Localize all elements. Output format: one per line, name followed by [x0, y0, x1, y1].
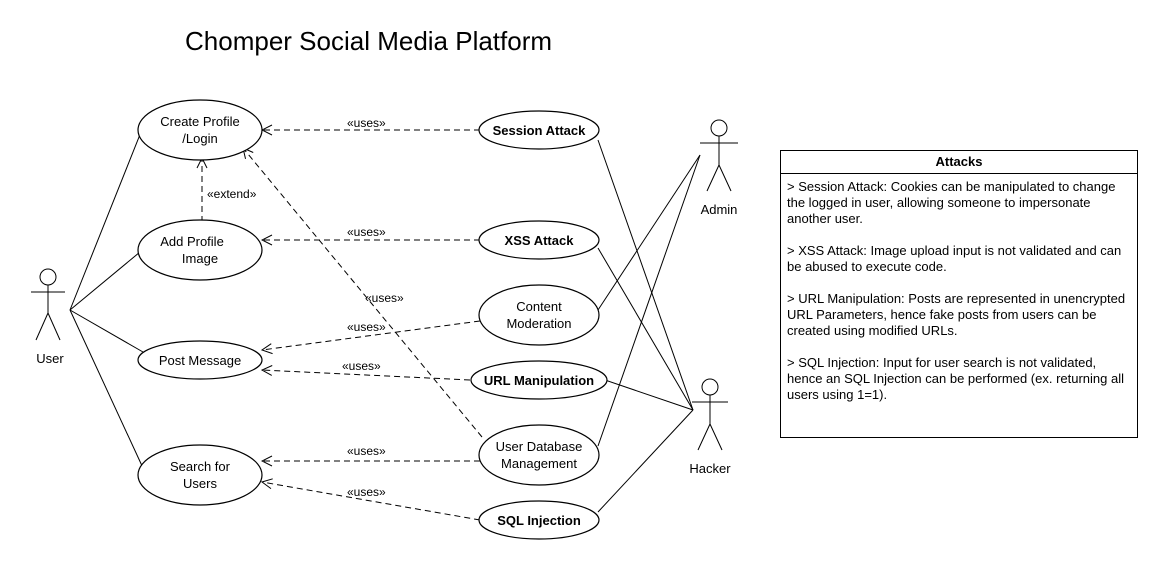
uses-label: «uses» [347, 485, 386, 499]
svg-text:Image: Image [182, 251, 218, 266]
uses-label: «uses» [347, 444, 386, 458]
hacker-associations [597, 139, 694, 513]
actor-user-label: User [36, 351, 64, 366]
extend-label: «extend» [207, 187, 257, 201]
svg-text:Management: Management [501, 456, 577, 471]
diagram-title: Chomper Social Media Platform [185, 26, 552, 56]
use-case-add-profile-image: Add Profile Image [137, 219, 263, 281]
actor-hacker-icon [692, 378, 728, 451]
attack-description-xss: > XSS Attack: Image upload input is not … [787, 243, 1122, 274]
svg-text:URL Manipulation: URL Manipulation [484, 373, 594, 388]
attacks-heading: Attacks [781, 151, 1137, 174]
svg-text:SQL Injection: SQL Injection [497, 513, 581, 528]
attack-description-session: > Session Attack: Cookies can be manipul… [787, 179, 1116, 226]
actor-admin-label: Admin [701, 202, 738, 217]
svg-text:Moderation: Moderation [506, 316, 571, 331]
svg-text:Create Profile: Create Profile [160, 114, 239, 129]
attacks-list: > Session Attack: Cookies can be manipul… [781, 174, 1137, 403]
admin-associations [597, 154, 701, 447]
uses-label: «uses» [347, 116, 386, 130]
use-case-content-moderation: Content Moderation [478, 284, 600, 346]
svg-text:User Database: User Database [496, 439, 583, 454]
dependency-arrows [202, 130, 483, 521]
attacks-note: Attacks > Session Attack: Cookies can be… [780, 150, 1138, 438]
svg-text:Post Message: Post Message [159, 353, 241, 368]
actor-user-icon [31, 268, 65, 341]
svg-text:Users: Users [183, 476, 217, 491]
use-case-session-attack: Session Attack [478, 110, 600, 150]
actor-hacker-label: Hacker [689, 461, 731, 476]
uses-label: «uses» [347, 225, 386, 239]
attack-description-sql: > SQL Injection: Input for user search i… [787, 355, 1124, 402]
svg-text:Content: Content [516, 299, 562, 314]
uses-label: «uses» [347, 320, 386, 334]
uses-label: «uses» [365, 291, 404, 305]
uses-label: «uses» [342, 359, 381, 373]
use-case-create-profile: Create Profile /Login [137, 99, 263, 161]
use-case-search-users: Search for Users [137, 444, 263, 506]
svg-text:Search for: Search for [170, 459, 231, 474]
use-case-sql-injection: SQL Injection [478, 500, 600, 540]
user-associations [69, 126, 144, 469]
use-case-post-message: Post Message [137, 340, 263, 380]
use-case-user-db-management: User Database Management [478, 424, 600, 486]
use-case-xss-attack: XSS Attack [478, 220, 600, 260]
svg-text:Session Attack: Session Attack [493, 123, 586, 138]
svg-text:Add Profile: Add Profile [160, 234, 224, 249]
use-case-url-manipulation: URL Manipulation [470, 360, 608, 400]
svg-text:/Login: /Login [182, 131, 217, 146]
svg-text:XSS Attack: XSS Attack [505, 233, 575, 248]
actor-admin-icon [700, 119, 738, 192]
attack-description-url: > URL Manipulation: Posts are represente… [787, 291, 1126, 338]
